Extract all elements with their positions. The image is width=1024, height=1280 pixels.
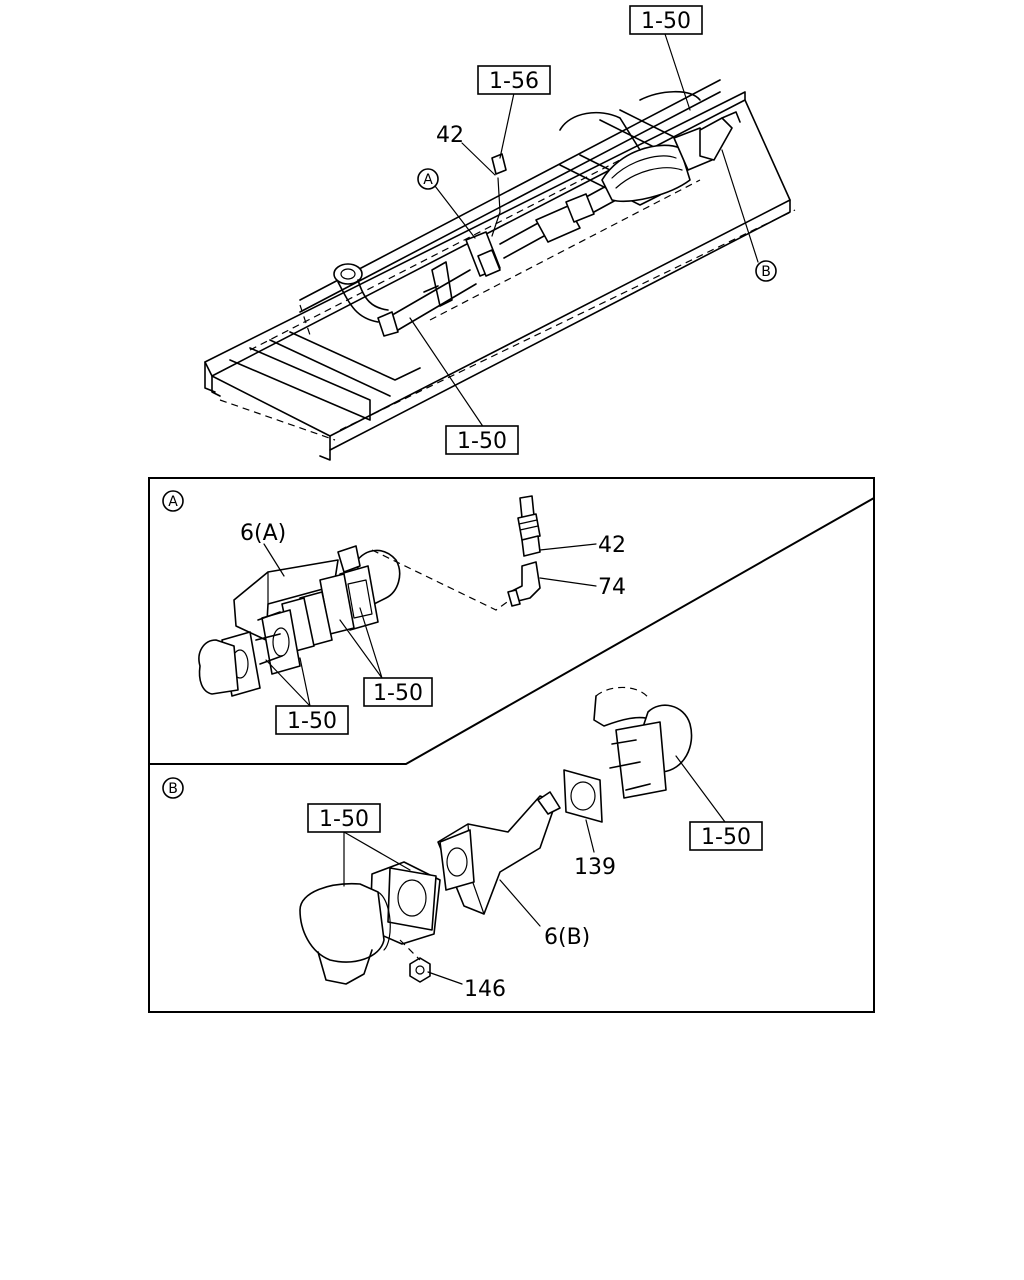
svg-text:1-50: 1-50: [319, 807, 369, 832]
overview-leader-lines: [409, 33, 759, 429]
detail-frame: [148, 477, 875, 1013]
marker-a-overview: A: [417, 168, 439, 190]
detail-b-part-139: 139: [574, 855, 616, 880]
detail-a-ref-right: 1-50: [363, 677, 433, 707]
detail-a-leader-lines: [263, 543, 597, 707]
detail-b-part-146: 146: [464, 977, 506, 1002]
detail-b-leader-lines: [343, 755, 726, 985]
svg-text:B: B: [168, 781, 178, 797]
exhaust-pipe-drawing: [333, 90, 741, 337]
detail-a-part-6a: 6(A): [240, 521, 286, 546]
callout-ref-sensor: 1-56: [477, 65, 551, 95]
svg-text:1-56: 1-56: [489, 69, 539, 94]
detail-a-marker: A: [162, 490, 184, 512]
callout-ref-bottom-overview: 1-50: [445, 425, 519, 455]
svg-text:A: A: [423, 172, 433, 188]
svg-text:1-50: 1-50: [287, 709, 337, 734]
detail-b-marker: B: [162, 777, 184, 799]
detail-a-ref-left: 1-50: [275, 705, 349, 735]
detail-b-drawing: [299, 686, 693, 985]
callout-ref-top: 1-50: [629, 5, 703, 35]
svg-text:1-50: 1-50: [457, 429, 507, 454]
svg-text:B: B: [761, 264, 771, 280]
detail-a-part-42: 42: [598, 533, 626, 558]
svg-text:1-50: 1-50: [641, 9, 691, 34]
svg-text:1-50: 1-50: [373, 681, 423, 706]
detail-b-ref-left: 1-50: [307, 803, 381, 833]
detail-b-part-6b: 6(B): [544, 925, 590, 950]
svg-text:1-50: 1-50: [701, 825, 751, 850]
svg-text:A: A: [168, 494, 178, 510]
detail-b-ref-right: 1-50: [689, 821, 763, 851]
callout-part-42-overview: 42: [436, 123, 464, 148]
detail-a-drawing: [198, 495, 541, 697]
marker-b-overview: B: [755, 260, 777, 282]
detail-a-part-74: 74: [598, 575, 626, 600]
